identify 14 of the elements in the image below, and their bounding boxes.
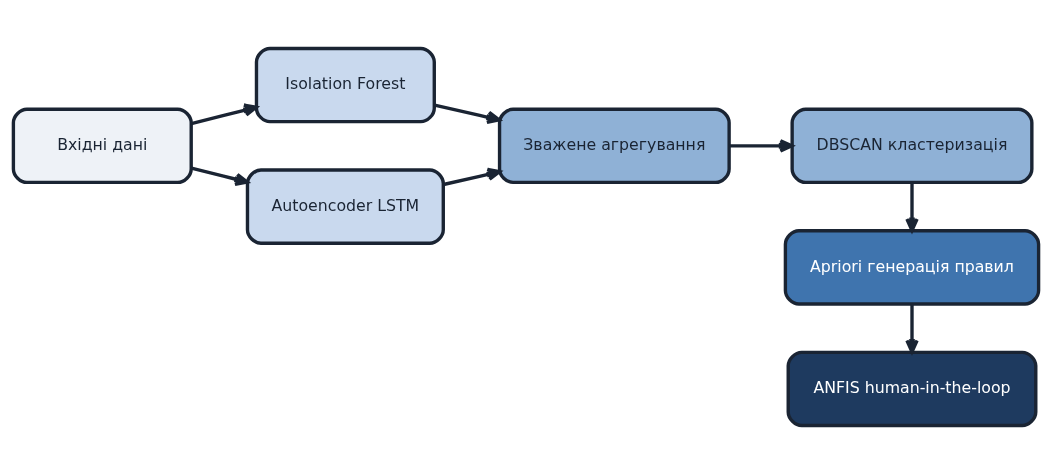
- arrow: [434, 103, 501, 124]
- node-box: Вхідні дані: [11, 107, 193, 185]
- arrow: [729, 139, 794, 153]
- node-box: Apriori генерація правил: [783, 229, 1041, 306]
- node-box: DBSCAN кластеризація: [790, 107, 1034, 185]
- node-box: Зважене агрегування: [497, 107, 731, 185]
- arrow: [905, 304, 919, 354]
- node-box: Isolation Forest: [254, 46, 436, 124]
- node-box: Autoencoder LSTM: [245, 168, 445, 245]
- node-box: ANFIS human-in-the-loop: [786, 350, 1038, 428]
- arrow: [905, 182, 919, 233]
- arrow: [443, 167, 502, 187]
- arrow: [191, 103, 258, 126]
- arrow: [191, 166, 249, 186]
